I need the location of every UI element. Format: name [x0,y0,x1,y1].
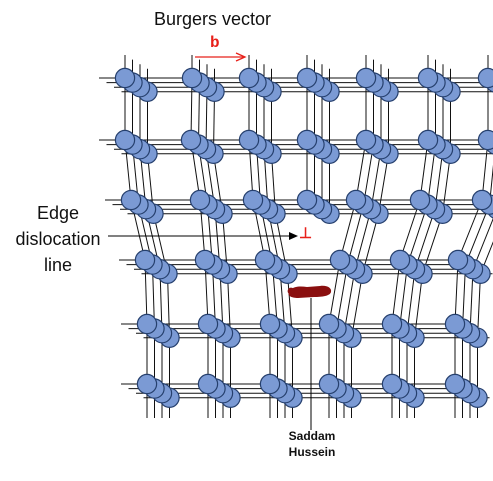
atom [319,314,338,333]
atom [243,190,262,209]
atom [239,68,258,87]
atom [356,68,375,87]
atom [190,190,209,209]
atom [195,250,214,269]
atom [445,314,464,333]
annotations [108,53,331,430]
atom [382,314,401,333]
atom [319,374,338,393]
atom [356,130,375,149]
atom [182,68,201,87]
atom [478,130,493,149]
edge-label-line-2: dislocation [10,226,106,252]
atom [297,190,316,209]
burgers-vector-symbol: b [210,34,220,52]
atom [260,374,279,393]
atom [297,68,316,87]
figure-head [288,288,295,295]
atom [382,374,401,393]
saddam-hussein-figure [288,286,332,298]
saddam-hussein-label: Saddam Hussein [262,428,362,460]
atom [198,374,217,393]
person-label-line-2: Hussein [262,444,362,460]
atom [121,190,140,209]
atom [198,314,217,333]
atom [115,68,134,87]
figure-body [289,286,332,298]
edge-label-line-3: line [10,252,106,278]
atom [181,130,200,149]
edge-label-line-1: Edge [10,200,106,226]
atom [346,190,365,209]
atom [297,130,316,149]
edge-dislocation-arrowhead [289,232,298,240]
dislocation-symbol: ⊥ [299,224,312,242]
person-label-line-1: Saddam [262,428,362,444]
atom [135,250,154,269]
atom [445,374,464,393]
atom [255,250,274,269]
atom [472,190,491,209]
atom [137,374,156,393]
atom [137,314,156,333]
edge-dislocation-label: Edge dislocation line [10,200,106,278]
atom [390,250,409,269]
atom [418,130,437,149]
atom [260,314,279,333]
atom [239,130,258,149]
atom [478,68,493,87]
atom [410,190,429,209]
atom [448,250,467,269]
atom [330,250,349,269]
atom [418,68,437,87]
atom [115,130,134,149]
burgers-vector-title: Burgers vector [154,9,271,30]
